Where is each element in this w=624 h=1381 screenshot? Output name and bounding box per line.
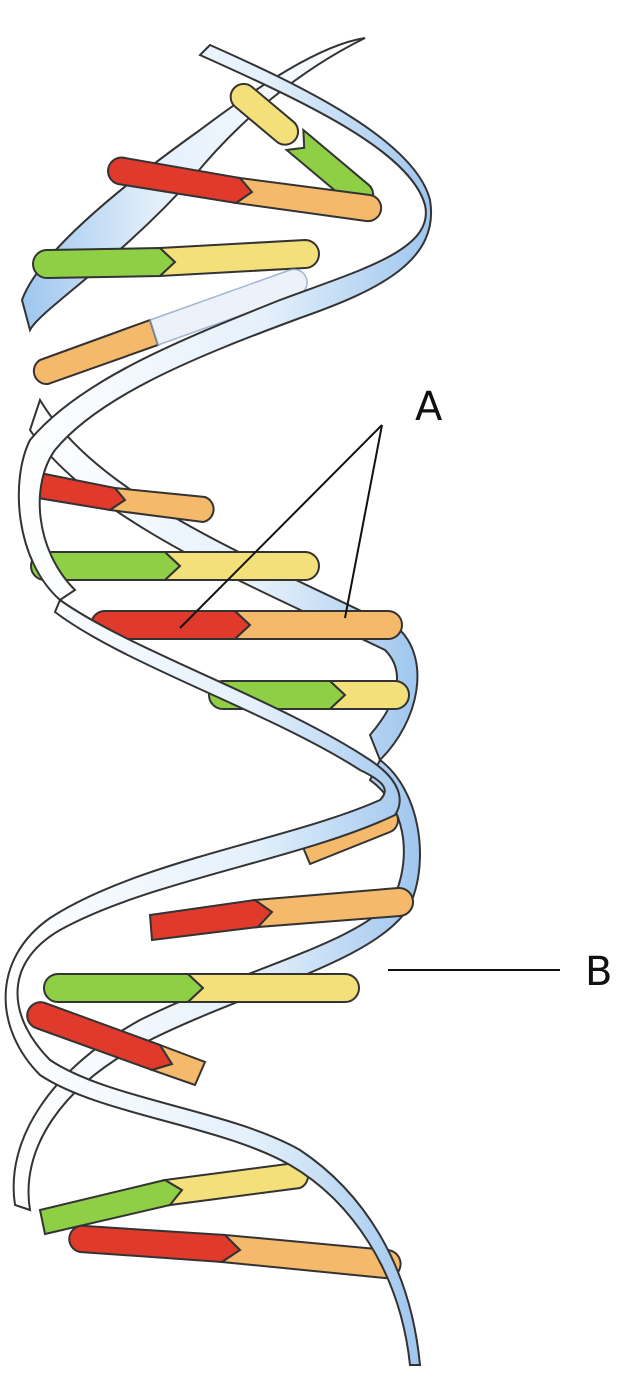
base-pair: [91, 611, 402, 639]
base-pair: [44, 974, 359, 1002]
leader-line-a: [345, 425, 382, 618]
label-b-group: B: [388, 949, 612, 995]
base-segment: [40, 1180, 182, 1234]
base-pairs: [27, 79, 413, 1278]
base-segment: [33, 248, 175, 278]
label-a: A: [415, 384, 443, 430]
base-segment: [235, 611, 402, 639]
base-segment: [44, 974, 203, 1002]
base-pair: [69, 1226, 400, 1278]
base-segment: [165, 1163, 308, 1205]
base-segment: [150, 900, 272, 940]
label-b: B: [585, 949, 612, 995]
base-pair: [31, 552, 319, 580]
base-pair: [40, 1163, 308, 1234]
base-segment: [69, 1226, 240, 1262]
base-segment: [188, 974, 359, 1002]
